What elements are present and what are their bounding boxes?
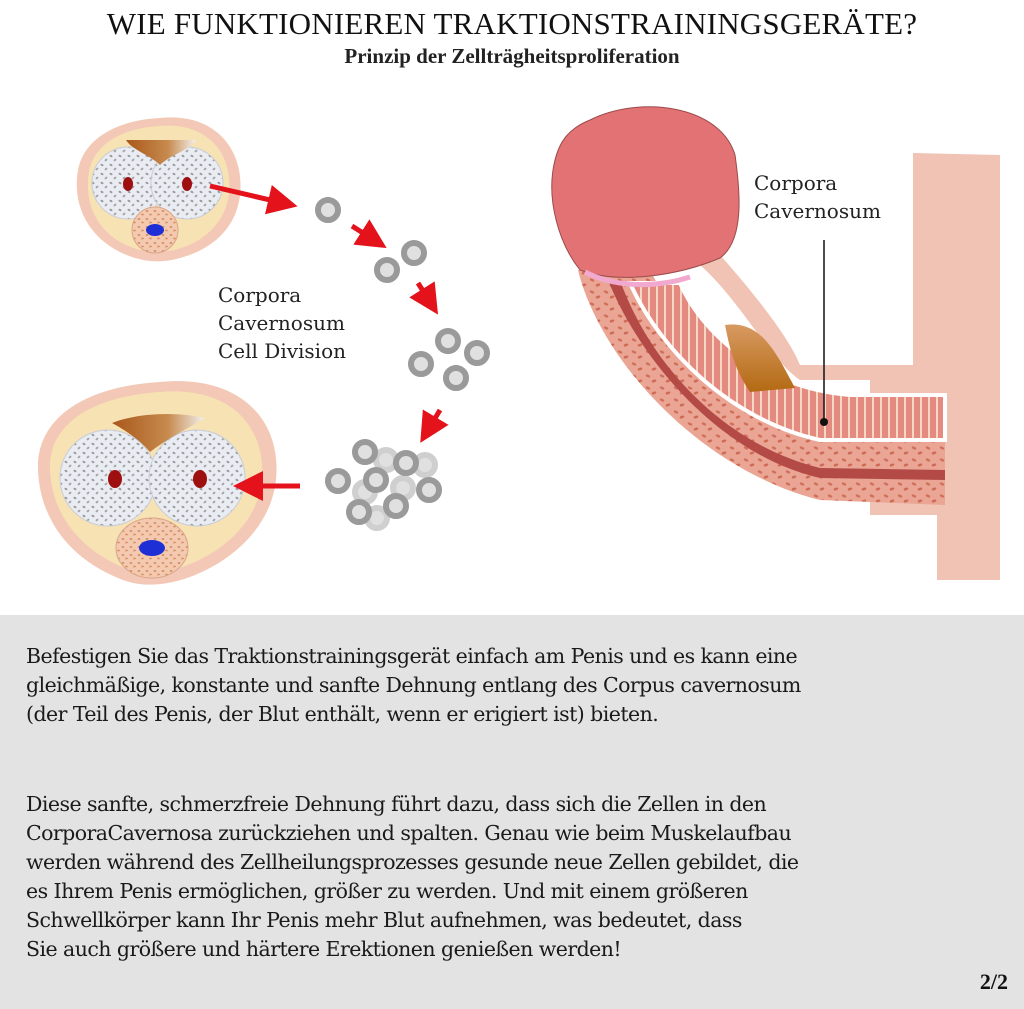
arrow-icons (209, 183, 449, 501)
label-line: Corpora (218, 283, 302, 307)
corpora-cavernosum-label: Corpora Cavernosum (754, 169, 881, 225)
label-line: Cavernosum (218, 311, 345, 335)
label-line: Corpora (754, 171, 838, 195)
label-line: Cell Division (218, 339, 346, 363)
illustration-area: Corpora Cavernosum Cell Division Corpora… (0, 90, 1024, 615)
longitudinal-section (551, 106, 1000, 580)
cross-section-bottom (37, 381, 277, 585)
page-indicator: 2/2 (979, 969, 1008, 994)
cell-icons (315, 197, 490, 531)
label-line: Cavernosum (754, 199, 881, 223)
paragraph-1: Befestigen Sie das Traktionstrainingsger… (26, 644, 801, 726)
paragraph-2: Diese sanfte, schmerzfreie Dehnung führt… (26, 792, 799, 961)
diagram-svg (37, 106, 1000, 585)
description-panel: Befestigen Sie das Traktionstrainingsger… (0, 615, 1024, 1009)
cross-section-top (76, 117, 241, 262)
cell-division-label: Corpora Cavernosum Cell Division (218, 281, 346, 365)
page-subtitle: Prinzip der Zellträgheitsproliferation (344, 44, 680, 68)
page-title: WIE FUNKTIONIEREN TRAKTIONSTRAININGSGERÄ… (106, 6, 918, 41)
